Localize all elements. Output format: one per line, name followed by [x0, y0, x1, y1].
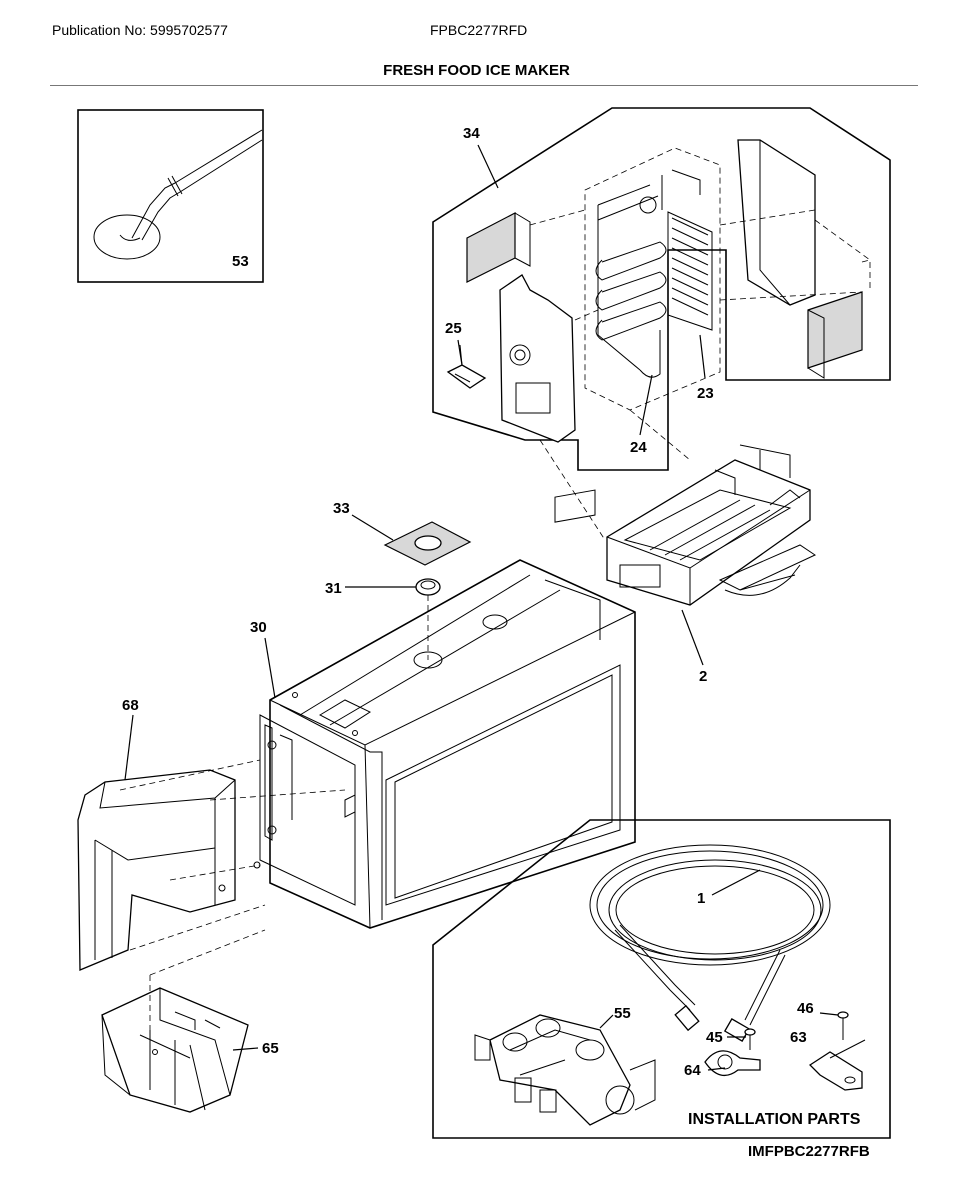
- installation-parts-label: INSTALLATION PARTS: [688, 1111, 861, 1128]
- callouts: 53 34 25 23 24 33 31 30 2 68 1 55 46 45 …: [122, 125, 861, 1128]
- page-title: FRESH FOOD ICE MAKER: [383, 62, 570, 79]
- gasket-and-grommet: [383, 521, 472, 660]
- callout-25: 25: [445, 320, 462, 337]
- callout-30: 30: [250, 619, 267, 636]
- callout-55: 55: [614, 1005, 631, 1022]
- inset-drain-tube: [77, 109, 264, 283]
- ice-maker-unit: [606, 444, 817, 606]
- leader-lines: [124, 144, 839, 1071]
- callout-2: 2: [699, 668, 707, 685]
- ice-maker-housing: [253, 489, 636, 929]
- callout-65: 65: [262, 1040, 279, 1057]
- alignment-lines: [119, 409, 691, 1030]
- callout-31: 31: [325, 580, 342, 597]
- bucket-bracket: [101, 987, 249, 1113]
- callout-24: 24: [630, 439, 647, 456]
- callout-53: 53: [232, 253, 249, 270]
- callout-46: 46: [797, 1000, 814, 1017]
- installation-parts-box: [432, 819, 891, 1139]
- front-cover: [77, 769, 236, 971]
- header-divider: [50, 85, 918, 86]
- diagram-code: IMFPBC2277RFB: [748, 1143, 870, 1160]
- callout-23: 23: [697, 385, 714, 402]
- publication-number: Publication No: 5995702577: [52, 22, 228, 38]
- callout-33: 33: [333, 500, 350, 517]
- callout-45: 45: [706, 1029, 723, 1046]
- evaporator-group: [432, 107, 891, 471]
- callout-64: 64: [684, 1062, 701, 1079]
- callout-63: 63: [790, 1029, 807, 1046]
- model-number: FPBC2277RFD: [430, 22, 528, 38]
- callout-34: 34: [463, 125, 480, 142]
- callout-68: 68: [122, 697, 139, 714]
- callout-1: 1: [697, 890, 705, 907]
